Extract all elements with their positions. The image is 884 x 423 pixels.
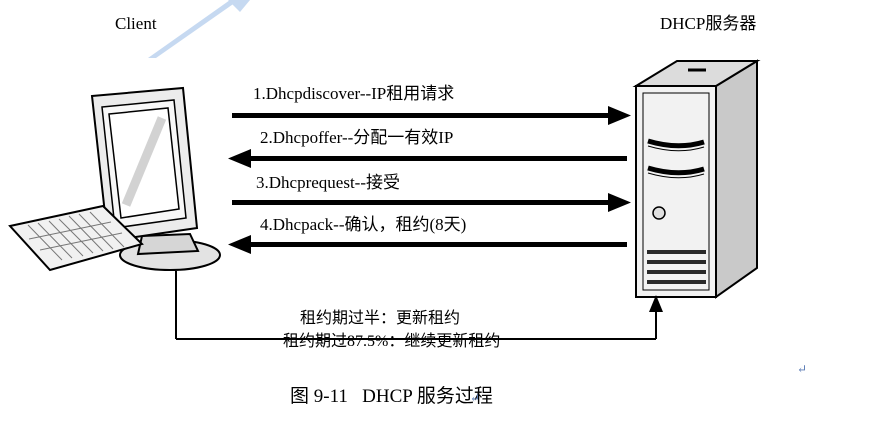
arrow-step-3-request bbox=[232, 193, 631, 212]
client-computer-icon bbox=[90, 86, 221, 271]
arrow-step-2-offer bbox=[228, 149, 627, 168]
client-label: Client bbox=[115, 14, 157, 33]
server-label: DHCP服务器 bbox=[660, 14, 757, 33]
watermark-stripe bbox=[148, 0, 250, 58]
paragraph-return-mark: ↵ bbox=[470, 391, 481, 405]
step-3-label: 3.Dhcprequest--接受 bbox=[256, 173, 400, 192]
arrow-step-1-discover bbox=[232, 106, 631, 125]
paragraph-return-mark: ↵ bbox=[797, 362, 808, 376]
arrow-step-4-ack bbox=[228, 235, 627, 254]
lease-note-half: 租约期过半：更新租约 bbox=[300, 310, 461, 327]
step-1-label: 1.Dhcpdiscover--IP租用请求 bbox=[253, 84, 455, 103]
lease-renewal-path bbox=[175, 271, 663, 340]
step-2-label: 2.Dhcpoffer--分配一有效IP bbox=[260, 128, 454, 147]
keyboard-icon bbox=[8, 204, 144, 272]
lease-note-87: 租约期过87.5%：继续更新租约 bbox=[283, 333, 501, 350]
step-4-label: 4.Dhcpack--确认，租约(8天) bbox=[260, 215, 467, 234]
dhcp-server-icon bbox=[632, 59, 761, 299]
figure-caption: 图 9-11 DHCP 服务过程 bbox=[290, 386, 493, 407]
